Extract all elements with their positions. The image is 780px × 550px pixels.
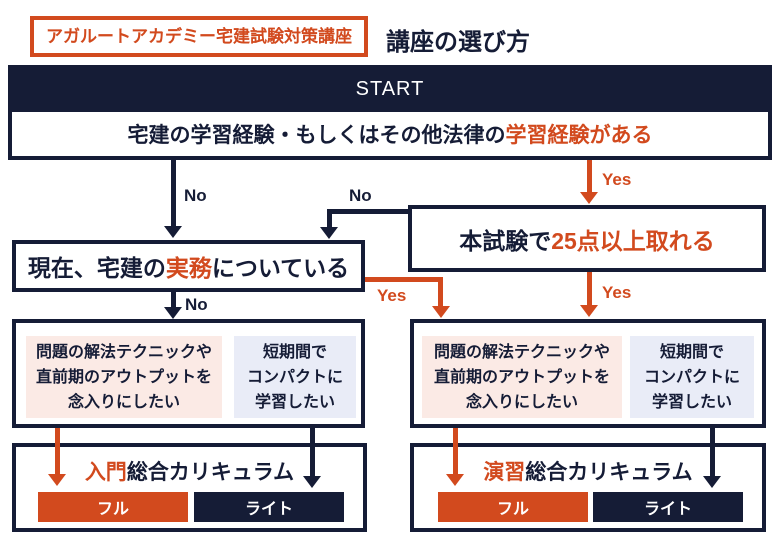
no-arrow-exam-hline — [330, 209, 408, 214]
yes-arrow-work-head — [432, 306, 450, 318]
preference-line: 念入りにしたい — [67, 393, 180, 411]
start-label: START — [355, 78, 425, 100]
arrow-right-full-line — [453, 428, 458, 475]
arrow-left-light-line — [310, 428, 315, 477]
practice-curriculum-box: 演習総合カリキュラム フル ライト — [410, 443, 766, 532]
arrow-right-light-line — [710, 428, 715, 477]
preferences-right-box: 問題の解法テクニックや 直前期のアウトプットを 念入りにしたい 短期間で コンパ… — [410, 319, 766, 428]
preference-line: コンパクトに — [643, 368, 740, 386]
preference-line: コンパクトに — [246, 368, 343, 386]
yes-label-exam: Yes — [602, 283, 632, 302]
start-question-text: 宅建の学習経験・もしくはその他法律の — [127, 124, 506, 147]
work-question-post: についている — [211, 255, 350, 281]
work-question-box: 現在、宅建の実務についている — [12, 240, 365, 292]
preference-line: 短期間で — [262, 343, 327, 361]
preferences-left-box: 問題の解法テクニックや 直前期のアウトプットを 念入りにしたい 短期間で コンパ… — [12, 319, 365, 428]
work-question-highlight: 実務 — [165, 255, 212, 281]
practice-full-button[interactable]: フル — [438, 492, 588, 522]
beginner-curriculum-title: 入門総合カリキュラム — [16, 456, 363, 486]
beginner-full-button[interactable]: フル — [38, 492, 188, 522]
start-question-highlight: 学習経験がある — [505, 124, 653, 147]
practice-title-rest: 総合カリキュラム — [525, 461, 693, 484]
no-arrow-exam-vline — [327, 209, 332, 228]
preference-thorough-left: 問題の解法テクニックや 直前期のアウトプットを 念入りにしたい — [26, 336, 222, 418]
preference-line: 学習したい — [254, 393, 335, 411]
no-arrow-exam-head — [320, 227, 338, 239]
beginner-title-rest: 総合カリキュラム — [126, 461, 295, 484]
yes-arrow-start-line — [587, 160, 592, 193]
preference-compact-left: 短期間で コンパクトに 学習したい — [234, 336, 356, 418]
preference-compact-right: 短期間で コンパクトに 学習したい — [630, 336, 754, 418]
yes-arrow-work-hline — [365, 277, 443, 282]
no-label-work: No — [185, 295, 208, 314]
yes-arrow-exam-line — [587, 272, 592, 306]
beginner-title-highlight: 入門 — [84, 461, 127, 484]
preference-line: 問題の解法テクニックや — [433, 343, 610, 361]
no-arrow-start-line — [171, 160, 176, 227]
no-label-start: No — [184, 186, 207, 205]
no-label-exam: No — [349, 186, 372, 205]
exam-question-text: 本試験で — [459, 227, 552, 254]
yes-arrow-exam-head — [580, 305, 598, 317]
no-arrow-start-head — [164, 226, 182, 238]
work-question-pre: 現在、宅建の — [27, 255, 166, 281]
practice-title-highlight: 演習 — [483, 461, 526, 484]
page-title: 講座の選び方 — [386, 29, 530, 56]
no-arrow-work-head — [164, 307, 182, 319]
preference-line: 念入りにしたい — [465, 393, 578, 411]
preference-line: 直前期のアウトプットを — [35, 368, 212, 386]
arrow-right-light-head — [703, 476, 721, 488]
start-question: 宅建の学習経験・もしくはその他法律の学習経験がある — [12, 112, 768, 156]
preference-line: 学習したい — [651, 393, 732, 411]
arrow-left-full-line — [55, 428, 60, 475]
preference-line: 直前期のアウトプットを — [433, 368, 610, 386]
preference-line: 問題の解法テクニックや — [35, 343, 212, 361]
no-arrow-work-line — [171, 292, 176, 308]
yes-arrow-work-vline — [438, 277, 443, 307]
arrow-left-full-head — [48, 474, 66, 486]
yes-label-work: Yes — [377, 286, 407, 305]
preference-line: 短期間で — [659, 343, 724, 361]
practice-light-button[interactable]: ライト — [593, 492, 743, 522]
beginner-light-button[interactable]: ライト — [194, 492, 344, 522]
preference-thorough-right: 問題の解法テクニックや 直前期のアウトプットを 念入りにしたい — [422, 336, 622, 418]
practice-curriculum-title: 演習総合カリキュラム — [414, 456, 762, 486]
yes-label-start: Yes — [602, 170, 632, 189]
start-block: START 宅建の学習経験・もしくはその他法律の学習経験がある — [8, 65, 772, 160]
arrow-right-full-head — [446, 474, 464, 486]
yes-arrow-start-head — [580, 192, 598, 204]
exam-question-highlight: 25点以上取れる — [551, 227, 715, 254]
arrow-left-light-head — [303, 476, 321, 488]
brand-badge: アガルートアカデミー宅建試験対策講座 — [30, 16, 368, 57]
